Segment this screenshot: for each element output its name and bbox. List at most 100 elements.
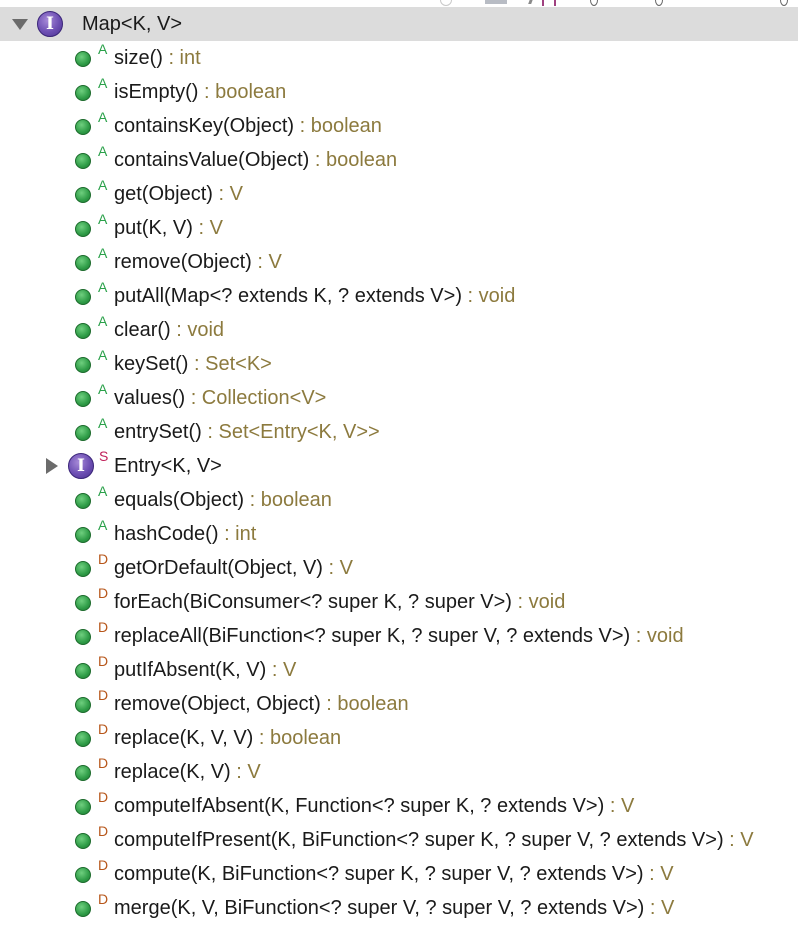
- member-signature: forEach(BiConsumer<? super K, ? super V>…: [114, 591, 512, 613]
- member-label: compute(K, BiFunction<? super K, ? super…: [114, 857, 674, 891]
- member-signature: remove(Object, Object): [114, 693, 321, 715]
- member-signature: getOrDefault(Object, V): [114, 557, 323, 579]
- member-return-type: : void: [170, 319, 225, 341]
- collapse-arrow-icon[interactable]: [12, 19, 28, 30]
- member-return-type: : V: [723, 829, 754, 851]
- member-return-type: : V: [212, 183, 243, 205]
- public-method-icon: [75, 493, 91, 509]
- member-return-type: : boolean: [320, 693, 409, 715]
- public-method-icon: [75, 391, 91, 407]
- public-method-icon: [75, 357, 91, 373]
- public-method-icon: [75, 561, 91, 577]
- member-return-type: : V: [643, 863, 674, 885]
- toolbar-circle-icon[interactable]: [440, 0, 452, 6]
- member-label: replace(K, V, V) : boolean: [114, 721, 341, 755]
- member-return-type: : Collection<V>: [185, 387, 327, 409]
- member-return-type: : V: [230, 761, 261, 783]
- public-method-icon: [75, 51, 91, 67]
- member-return-type: : boolean: [253, 727, 342, 749]
- interface-name: Map<K, V>: [82, 13, 183, 35]
- member-return-type: : int: [218, 523, 257, 545]
- toolbar-search-icon[interactable]: [655, 0, 663, 6]
- public-method-icon: [75, 697, 91, 713]
- abstract-modifier-badge: A: [98, 41, 108, 57]
- default-modifier-badge: D: [98, 789, 109, 805]
- member-return-type: : void: [630, 625, 684, 647]
- toolbar-slash-icon[interactable]: [528, 0, 535, 4]
- member-signature: size(): [114, 47, 163, 69]
- abstract-modifier-badge: A: [98, 415, 108, 431]
- toolbar-search-icon[interactable]: [780, 0, 788, 6]
- public-method-icon: [75, 85, 91, 101]
- public-method-icon: [75, 901, 91, 917]
- toolbar-box-icon[interactable]: [485, 0, 507, 4]
- public-method-icon: [75, 153, 91, 169]
- abstract-modifier-badge: A: [98, 381, 108, 397]
- expand-arrow-icon[interactable]: [46, 458, 58, 474]
- member-label: values() : Collection<V>: [114, 381, 326, 415]
- member-return-type: : V: [322, 557, 353, 579]
- member-return-type: : V: [644, 897, 675, 919]
- member-signature: entrySet(): [114, 421, 202, 443]
- member-return-type: : boolean: [198, 81, 287, 103]
- member-return-type: : int: [162, 47, 201, 69]
- member-label: containsKey(Object) : boolean: [114, 109, 382, 143]
- abstract-modifier-badge: A: [98, 177, 108, 193]
- member-label: computeIfPresent(K, BiFunction<? super K…: [114, 823, 754, 857]
- interface-icon: I: [37, 11, 63, 37]
- toolbar-frame-icon[interactable]: [542, 0, 556, 6]
- tree-root-map-interface[interactable]: I Map<K, V>: [0, 7, 798, 41]
- public-method-icon: [75, 731, 91, 747]
- default-modifier-badge: D: [98, 857, 109, 873]
- public-method-icon: [75, 629, 91, 645]
- member-signature: clear(): [114, 319, 171, 341]
- public-method-icon: [75, 595, 91, 611]
- interface-icon: I: [68, 453, 94, 479]
- default-modifier-badge: D: [98, 551, 109, 567]
- public-method-icon: [75, 867, 91, 883]
- member-return-type: : boolean: [309, 149, 398, 171]
- member-signature: putIfAbsent(K, V): [114, 659, 267, 681]
- default-modifier-badge: D: [98, 653, 109, 669]
- toolbar-remnant: [430, 0, 798, 6]
- member-signature: isEmpty(): [114, 81, 199, 103]
- member-return-type: : V: [604, 795, 635, 817]
- member-label: entrySet() : Set<Entry<K, V>>: [114, 415, 380, 449]
- abstract-modifier-badge: A: [98, 517, 108, 533]
- public-method-icon: [75, 255, 91, 271]
- abstract-modifier-badge: A: [98, 109, 108, 125]
- member-signature: containsKey(Object): [114, 115, 295, 137]
- public-method-icon: [75, 765, 91, 781]
- toolbar-search-icon[interactable]: [590, 0, 598, 6]
- member-label: Entry<K, V>: [114, 449, 222, 483]
- member-signature: get(Object): [114, 183, 213, 205]
